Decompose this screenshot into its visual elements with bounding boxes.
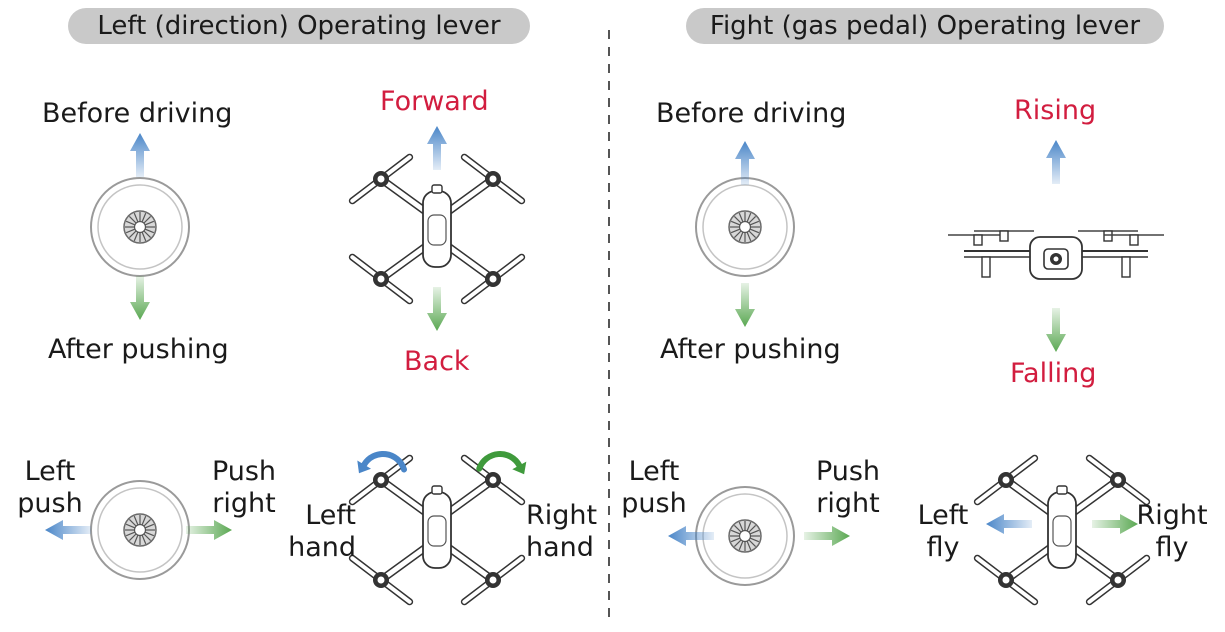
- left-hand-line2: hand: [288, 532, 356, 563]
- left-push-line1: Left: [24, 456, 76, 487]
- left-hand-label: Left hand: [276, 500, 356, 564]
- left-up-arrow-icon: [130, 133, 150, 177]
- left-after-pushing-label: After pushing: [48, 334, 229, 365]
- left-push-label: Left push: [10, 456, 90, 520]
- right-before-driving-label: Before driving: [656, 98, 847, 129]
- left-lever-title: Left (direction) Operating lever: [68, 8, 530, 44]
- push-right-label: Push right: [204, 456, 284, 520]
- right-fly-arrow-icon: [1092, 514, 1138, 534]
- rising-arrow-icon: [1046, 140, 1066, 184]
- left-bottom-joystick-icon: [90, 480, 190, 580]
- right-roll-drone-icon: [973, 454, 1151, 606]
- left-hand-line1: Left: [305, 500, 356, 531]
- drone-side-view-icon: [948, 230, 1164, 280]
- push-right-arrow-icon: [186, 520, 232, 540]
- falling-arrow-icon: [1046, 308, 1066, 352]
- right-up-arrow-icon: [735, 141, 755, 185]
- left-push-line2: push: [17, 488, 83, 519]
- right-left-push-line2: push: [621, 488, 687, 519]
- right-push-right-line1: Push: [815, 456, 881, 487]
- right-down-arrow-icon: [735, 283, 755, 327]
- back-label: Back: [404, 346, 470, 377]
- left-hand-rotate-arrow-icon: [357, 451, 408, 474]
- right-fly-line2: fly: [1155, 532, 1189, 563]
- left-yaw-drone-icon: [348, 454, 526, 606]
- left-fly-arrow-icon: [986, 514, 1032, 534]
- push-right-line1: Push: [211, 456, 277, 487]
- back-arrow-icon: [427, 287, 447, 331]
- left-push-arrow-icon: [45, 520, 91, 540]
- falling-label: Falling: [1010, 358, 1097, 389]
- left-down-arrow-icon: [130, 276, 150, 320]
- left-before-driving-label: Before driving: [42, 98, 233, 129]
- left-fly-line1: Left: [917, 500, 969, 531]
- push-right-line2: right: [212, 488, 276, 519]
- forward-label: Forward: [380, 86, 489, 117]
- right-left-push-line1: Left: [628, 456, 680, 487]
- left-drone-top-view-icon: [348, 153, 526, 305]
- right-bottom-joystick-icon: [695, 486, 795, 586]
- right-left-push-arrow-icon: [668, 526, 714, 546]
- right-hand-line1: Right: [526, 500, 598, 531]
- right-fly-line1: Right: [1136, 500, 1208, 531]
- rising-label: Rising: [1014, 95, 1097, 126]
- right-left-push-label: Left push: [614, 456, 694, 520]
- right-hand-line2: hand: [526, 532, 594, 563]
- right-push-right-line2: right: [816, 488, 880, 519]
- right-lever-title: Fight (gas pedal) Operating lever: [686, 8, 1164, 44]
- left-fly-line2: fly: [926, 532, 960, 563]
- right-hand-rotate-arrow-icon: [476, 451, 527, 475]
- right-after-pushing-label: After pushing: [660, 334, 841, 365]
- right-fly-label: Right fly: [1132, 500, 1212, 564]
- forward-arrow-icon: [427, 126, 447, 170]
- left-top-joystick-icon: [90, 177, 190, 277]
- left-fly-label: Left fly: [910, 500, 976, 564]
- right-hand-label: Right hand: [526, 500, 606, 564]
- right-push-right-label: Push right: [808, 456, 888, 520]
- right-top-joystick-icon: [695, 177, 795, 277]
- right-push-right-arrow-icon: [804, 526, 850, 546]
